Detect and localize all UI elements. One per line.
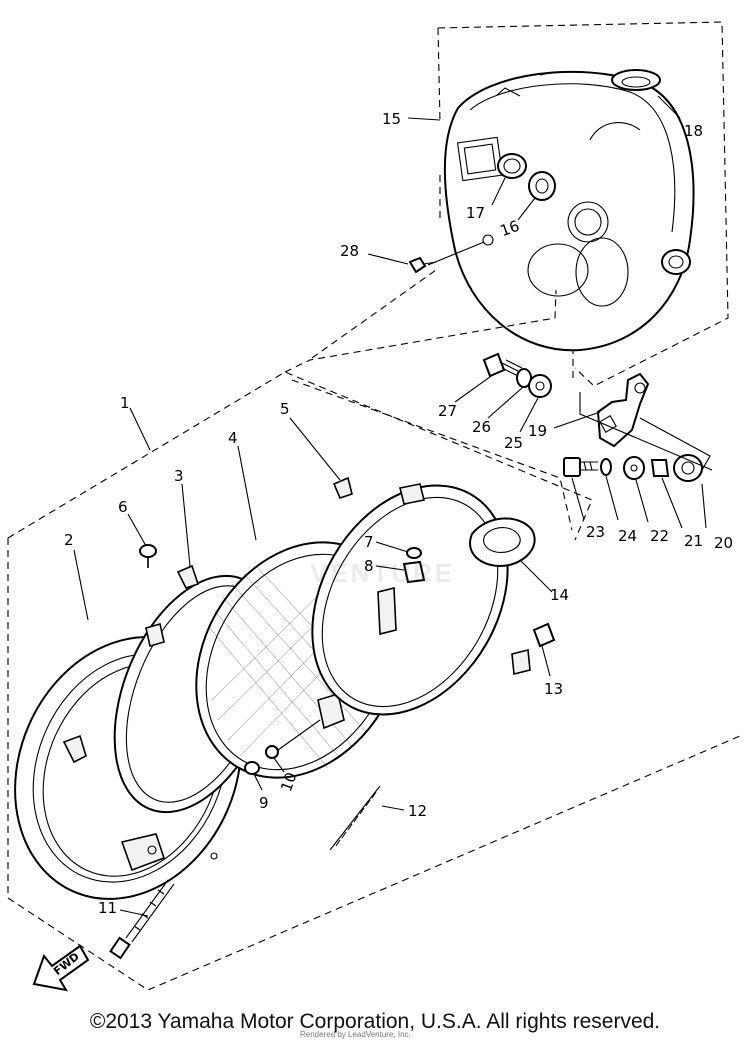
callout-7: 7 bbox=[364, 533, 374, 551]
callout-25: 25 bbox=[504, 434, 523, 452]
callout-6: 6 bbox=[118, 498, 128, 516]
rendered-by-note: Rendered by LeadVenture, Inc. bbox=[300, 1030, 411, 1039]
callout-19: 19 bbox=[528, 422, 547, 440]
headlight-case-5 bbox=[311, 476, 531, 716]
callout-13: 13 bbox=[544, 680, 563, 698]
leader-lines-housing bbox=[367, 95, 681, 266]
callout-26: 26 bbox=[472, 418, 491, 436]
callout-23: 23 bbox=[586, 523, 605, 541]
callout-3: 3 bbox=[174, 467, 184, 485]
callout-21: 21 bbox=[684, 532, 703, 550]
screw-11 bbox=[109, 879, 175, 960]
callout-14: 14 bbox=[550, 586, 569, 604]
leader-lines-unit bbox=[73, 407, 553, 917]
callout-15: 15 bbox=[382, 110, 401, 128]
callout-9: 9 bbox=[259, 794, 269, 812]
leader-lines-hardware bbox=[454, 373, 713, 529]
screw-9 bbox=[244, 761, 260, 775]
nut-7 bbox=[406, 547, 422, 559]
callout-17: 17 bbox=[466, 204, 485, 222]
callout-16: 16 bbox=[498, 217, 522, 240]
adjust-screw-12 bbox=[329, 785, 381, 851]
grommet-18 bbox=[611, 69, 661, 91]
grommet-17 bbox=[497, 153, 527, 179]
callout-24: 24 bbox=[618, 527, 637, 545]
callout-1: 1 bbox=[120, 394, 130, 412]
callout-5: 5 bbox=[280, 400, 290, 418]
callout-27: 27 bbox=[438, 402, 457, 420]
nut-13 bbox=[532, 622, 556, 648]
nut-8 bbox=[402, 560, 426, 584]
callout-18: 18 bbox=[684, 122, 703, 140]
screw-28 bbox=[408, 256, 437, 274]
headlight-unit-group-frame bbox=[7, 269, 741, 991]
grommet-14 bbox=[469, 517, 536, 568]
headlight-housing bbox=[443, 70, 695, 352]
callout-22: 22 bbox=[650, 527, 669, 545]
callout-10: 10 bbox=[277, 770, 300, 794]
callout-labels: 1 2 3 4 5 6 7 8 9 10 11 12 13 14 15 16 1… bbox=[64, 110, 733, 917]
callout-12: 12 bbox=[408, 802, 427, 820]
callout-2: 2 bbox=[64, 531, 74, 549]
grommet-16 bbox=[528, 171, 556, 201]
fwd-arrow-icon: FWD bbox=[32, 944, 90, 992]
copyright-notice: ©2013 Yamaha Motor Corporation, U.S.A. A… bbox=[89, 1010, 661, 1033]
callout-8: 8 bbox=[364, 557, 374, 575]
washer-10 bbox=[265, 719, 321, 759]
watermark: VENTURE bbox=[310, 558, 456, 588]
callout-20: 20 bbox=[714, 534, 733, 552]
callout-4: 4 bbox=[228, 429, 238, 447]
callout-11: 11 bbox=[98, 899, 117, 917]
screw-6 bbox=[139, 544, 157, 568]
callout-28: 28 bbox=[340, 242, 359, 260]
hardware-group-19-27 bbox=[482, 352, 703, 482]
